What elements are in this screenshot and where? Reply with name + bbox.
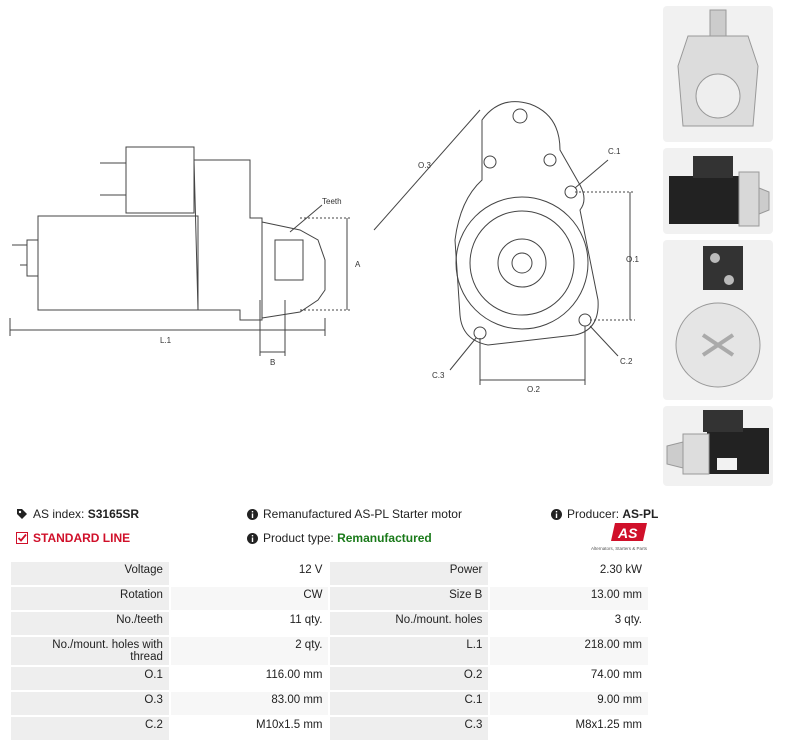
spec-key: O.3 bbox=[11, 692, 169, 715]
spec-value: 3 qty. bbox=[490, 612, 648, 635]
spec-value: M8x1.25 mm bbox=[490, 717, 648, 740]
spec-key: C.3 bbox=[330, 717, 489, 740]
solenoid bbox=[125, 146, 195, 214]
nose bbox=[261, 221, 326, 319]
product-type: Product type: Remanufactured bbox=[247, 531, 432, 547]
spec-value: M10x1.5 mm bbox=[170, 717, 329, 740]
label-o3: O.3 bbox=[418, 161, 431, 170]
spec-key: C.2 bbox=[11, 717, 169, 740]
product-photo-angle bbox=[663, 240, 773, 400]
description: Remanufactured AS-PL Starter motor bbox=[247, 507, 462, 523]
as-index-value: S3165SR bbox=[87, 507, 140, 521]
spec-value: 13.00 mm bbox=[490, 587, 648, 610]
technical-drawing: Teeth A L.1 B O.3 C.1 O.1 C.2 C.3 O.2 bbox=[9, 101, 639, 394]
label-b: B bbox=[270, 358, 275, 367]
dim-o3 bbox=[373, 109, 481, 231]
label-o1: O.1 bbox=[626, 255, 639, 264]
spec-value: 83.00 mm bbox=[170, 692, 329, 715]
info-icon bbox=[551, 509, 562, 523]
product-type-value: Remanufactured bbox=[337, 531, 432, 545]
label-o2: O.2 bbox=[527, 385, 540, 394]
spec-value: 2 qty. bbox=[170, 637, 329, 665]
spec-value: CW bbox=[170, 587, 329, 610]
label-c3: C.3 bbox=[432, 371, 445, 380]
spec-value: 11 qty. bbox=[170, 612, 329, 635]
spec-key: Power bbox=[330, 562, 489, 585]
as-pl-logo: AS Alternators, Starters & Parts bbox=[585, 521, 649, 553]
label-l1: L.1 bbox=[160, 336, 172, 345]
spec-key: O.2 bbox=[330, 667, 489, 690]
as-index: AS index: S3165SR bbox=[16, 507, 139, 523]
product-photo-side bbox=[663, 148, 773, 234]
flange bbox=[454, 101, 599, 346]
label-a: A bbox=[355, 260, 361, 269]
info-icon bbox=[247, 509, 258, 523]
as-index-label: AS index: bbox=[33, 507, 85, 521]
spec-key: No./mount. holes with thread bbox=[11, 637, 169, 665]
spec-value: 9.00 mm bbox=[490, 692, 648, 715]
spec-key: Voltage bbox=[11, 562, 169, 585]
producer-value: AS-PL bbox=[622, 507, 659, 521]
label-c1: C.1 bbox=[608, 147, 621, 156]
spec-key: Size B bbox=[330, 587, 489, 610]
tags-icon bbox=[16, 508, 28, 523]
standard-line-text: STANDARD LINE bbox=[33, 531, 131, 545]
spec-value: 116.00 mm bbox=[170, 667, 329, 690]
spec-key: Rotation bbox=[11, 587, 169, 610]
spec-key: No./mount. holes bbox=[330, 612, 489, 635]
product-type-label: Product type: bbox=[263, 531, 334, 545]
front-ring-outer bbox=[455, 196, 589, 330]
spec-key: L.1 bbox=[330, 637, 489, 665]
spec-value: 12 V bbox=[170, 562, 329, 585]
pinion bbox=[274, 239, 304, 281]
product-photo-front bbox=[663, 6, 773, 142]
hole-c2 bbox=[578, 313, 592, 327]
label-teeth: Teeth bbox=[322, 197, 342, 206]
end-cap bbox=[26, 239, 39, 277]
drive-housing bbox=[193, 159, 263, 321]
spec-key: No./teeth bbox=[11, 612, 169, 635]
spec-value: 2.30 kW bbox=[490, 562, 648, 585]
standard-line: STANDARD LINE bbox=[16, 531, 130, 547]
logo-subtext: Alternators, Starters & Parts bbox=[591, 546, 648, 551]
logo-text: AS bbox=[617, 525, 638, 541]
spec-value: 218.00 mm bbox=[490, 637, 648, 665]
spec-key: O.1 bbox=[11, 667, 169, 690]
info-icon bbox=[247, 533, 258, 547]
checkbox-checked-icon bbox=[16, 532, 28, 547]
description-text: Remanufactured AS-PL Starter motor bbox=[263, 507, 462, 521]
spec-value: 74.00 mm bbox=[490, 667, 648, 690]
label-c2: C.2 bbox=[620, 357, 633, 366]
hole-c3 bbox=[473, 326, 487, 340]
producer-label: Producer: bbox=[567, 507, 620, 521]
motor-housing bbox=[37, 215, 199, 311]
producer: Producer: AS-PL bbox=[551, 507, 658, 523]
product-photo-label bbox=[663, 406, 773, 486]
spec-key: C.1 bbox=[330, 692, 489, 715]
